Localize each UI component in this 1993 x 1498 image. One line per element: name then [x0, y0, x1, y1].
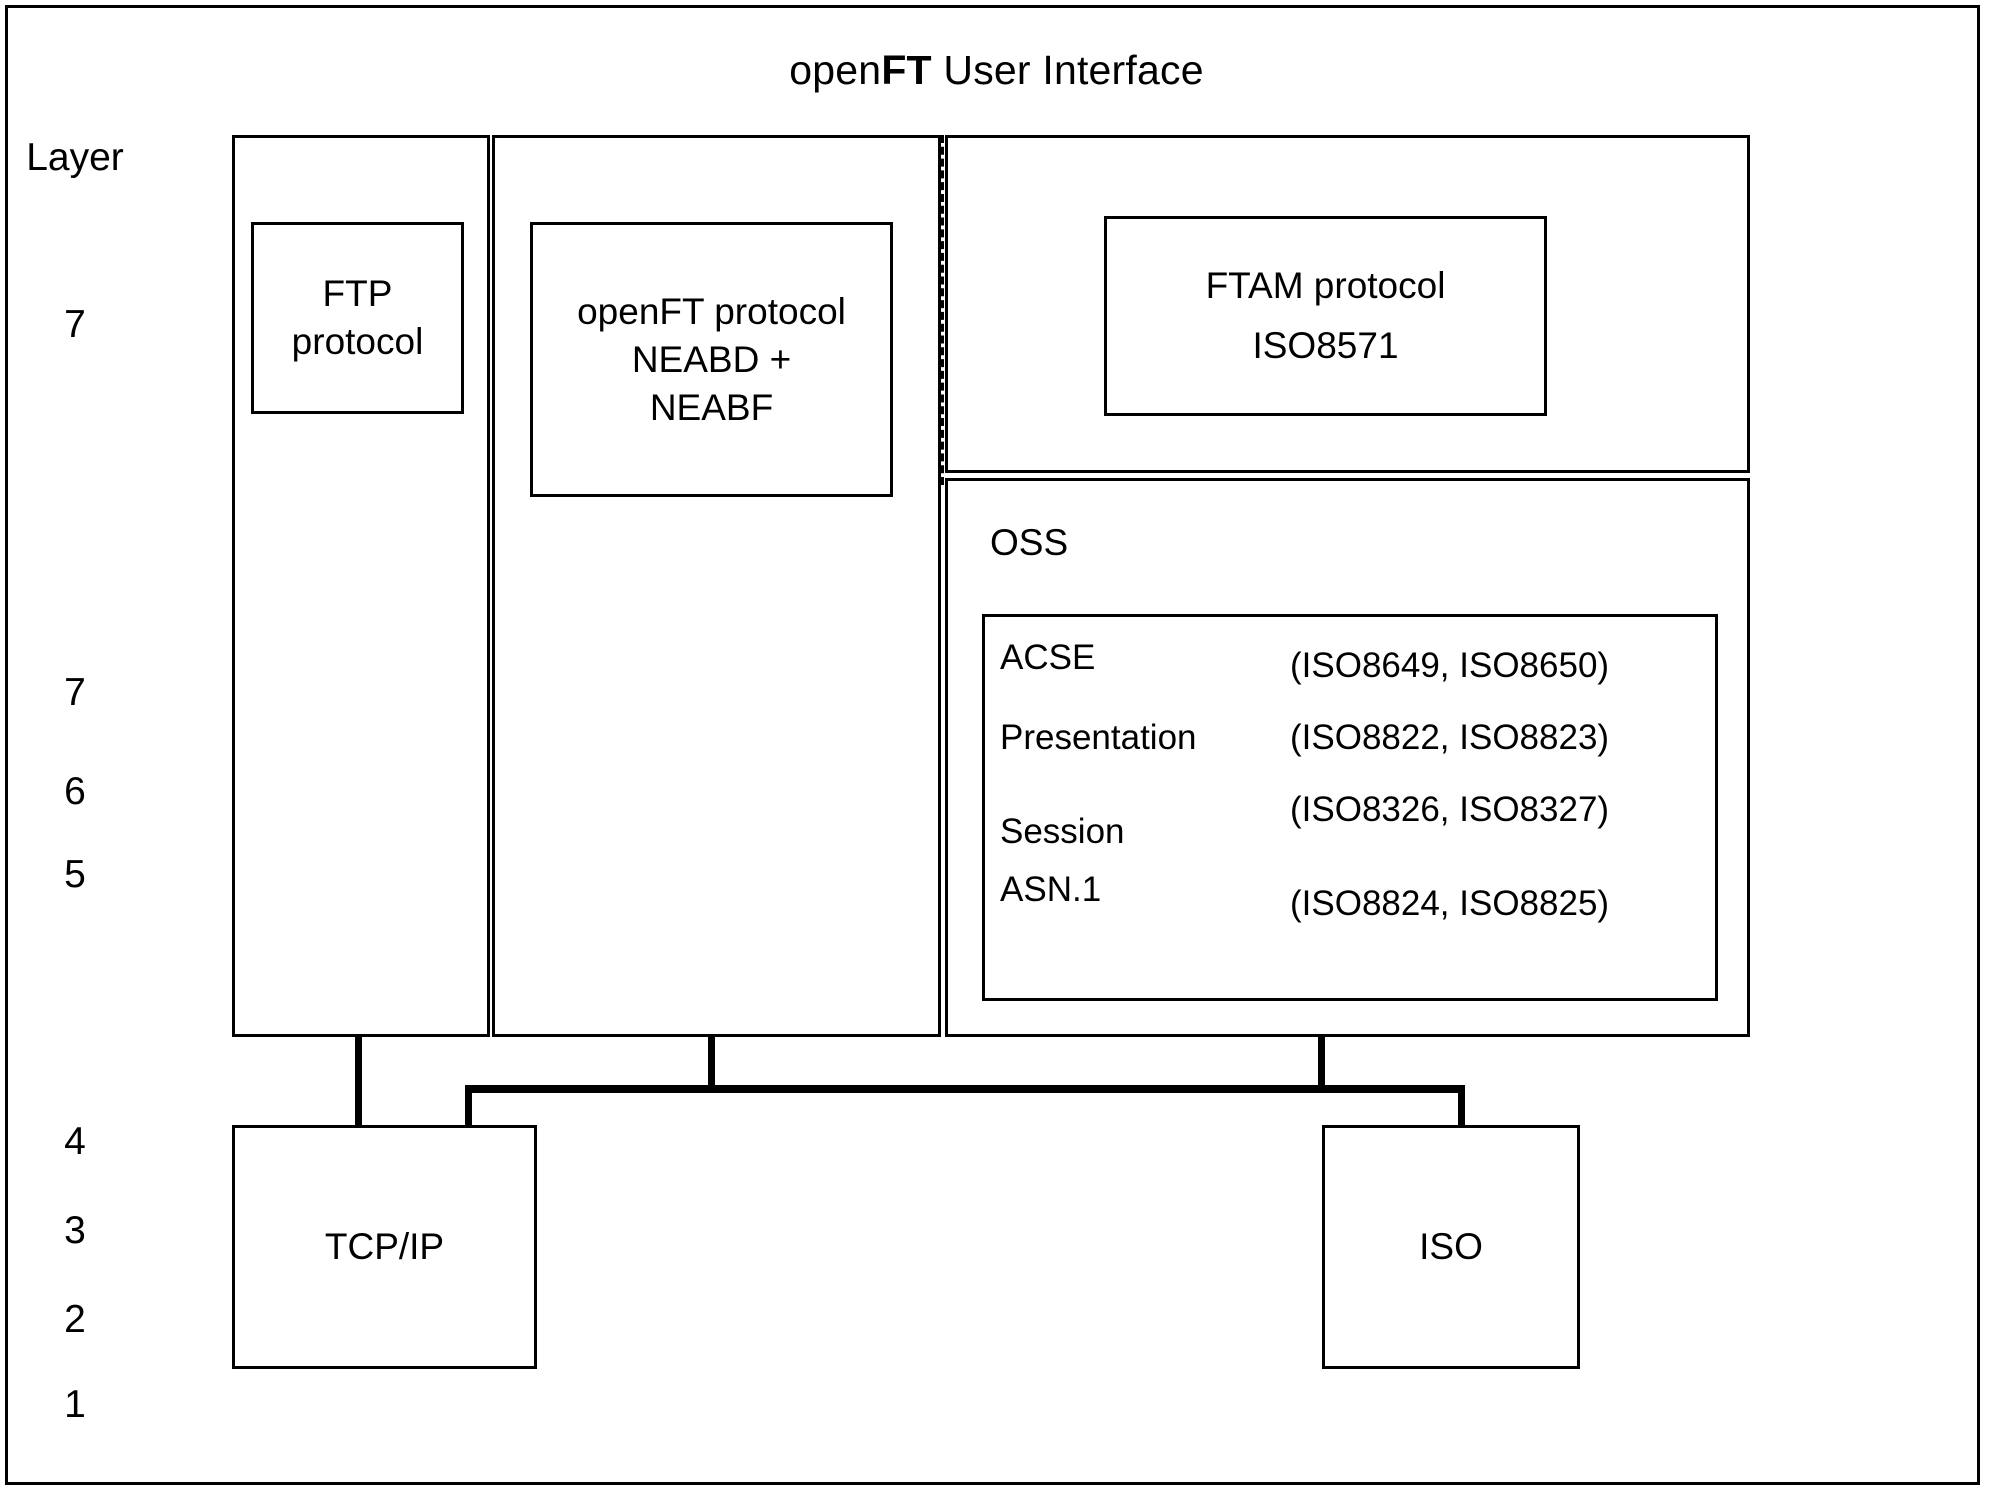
ftp-protocol-label: FTP protocol	[254, 270, 461, 366]
ftam-protocol-line-2: ISO8571	[1252, 325, 1399, 366]
oss-service-standards: (ISO8822, ISO8823)	[1290, 718, 1610, 757]
oss-row-presentation: Presentation (ISO8822, ISO8823)	[1000, 720, 1700, 766]
openft-protocol-box: openFT protocol NEABD + NEABF	[530, 222, 893, 497]
oss-caption: OSS	[990, 522, 1069, 563]
oss-service-name: Presentation	[1000, 718, 1197, 757]
ftp-protocol-line-2: protocol	[291, 321, 424, 362]
connector-oss-to-bus	[1318, 1037, 1325, 1092]
layer-value-5: 5	[64, 853, 86, 896]
ftam-protocol-line-1: FTAM protocol	[1205, 264, 1446, 306]
connector-bus-to-iso	[1458, 1085, 1465, 1130]
oss-service-name: Session	[1000, 812, 1125, 851]
layer-value-3: 3	[64, 1209, 86, 1252]
ftp-protocol-box: FTP protocol	[251, 222, 464, 414]
iso-box: ISO	[1322, 1125, 1580, 1369]
layer-value-1: 1	[64, 1383, 86, 1426]
ftam-protocol-box: FTAM protocol ISO8571	[1104, 216, 1547, 416]
openft-protocol-line-2: NEABD +	[631, 338, 792, 380]
layer-value-4: 4	[64, 1120, 86, 1163]
oss-services-box	[982, 614, 1718, 1001]
tcpip-box: TCP/IP	[232, 1125, 537, 1369]
tcpip-label-text: TCP/IP	[324, 1225, 445, 1267]
oss-service-name: ACSE	[1000, 638, 1096, 677]
oss-row-session: Session (ISO8326, ISO8327)	[1000, 792, 1700, 851]
diagram-title: openFT User Interface	[0, 47, 1993, 93]
openft-protocol-line-3: NEABF	[649, 386, 774, 428]
title-prefix: open	[789, 47, 882, 93]
title-bold-ft: FT	[881, 47, 932, 93]
tcpip-label: TCP/IP	[235, 1223, 534, 1271]
iso-label-text: ISO	[1419, 1225, 1483, 1267]
connector-bus-to-tcpip	[465, 1085, 472, 1130]
connector-ftp-to-tcpip	[355, 1037, 362, 1129]
oss-service-standards: (ISO8649, ISO8650)	[1290, 646, 1610, 685]
layer-value-2: 2	[64, 1298, 86, 1341]
layer-value-7-application: 7	[64, 303, 86, 346]
oss-service-standards: (ISO8824, ISO8825)	[1290, 884, 1610, 923]
oss-row-asn1: ASN.1 (ISO8824, ISO8825)	[1000, 870, 1700, 923]
oss-service-standards: (ISO8326, ISO8327)	[1290, 790, 1610, 829]
column-dashed-divider	[940, 135, 944, 485]
openft-protocol-label: openFT protocol NEABD + NEABF	[533, 287, 890, 431]
openft-protocol-line-1: openFT protocol	[577, 290, 846, 332]
layer-value-6: 6	[64, 770, 86, 813]
title-suffix: User Interface	[931, 47, 1204, 93]
oss-service-name: ASN.1	[1000, 870, 1102, 909]
ftam-protocol-label: FTAM protocol ISO8571	[1107, 262, 1544, 370]
layer-column-title: Layer	[26, 136, 124, 179]
ftp-protocol-line-1: FTP	[322, 272, 393, 314]
oss-row-acse: ACSE (ISO8649, ISO8650)	[1000, 640, 1700, 686]
diagram-outer-frame	[5, 5, 1980, 1485]
connector-transport-bus	[465, 1085, 1465, 1093]
layer-value-7-acse: 7	[64, 671, 86, 714]
connector-openft-to-bus	[708, 1037, 715, 1092]
iso-label: ISO	[1325, 1223, 1577, 1271]
